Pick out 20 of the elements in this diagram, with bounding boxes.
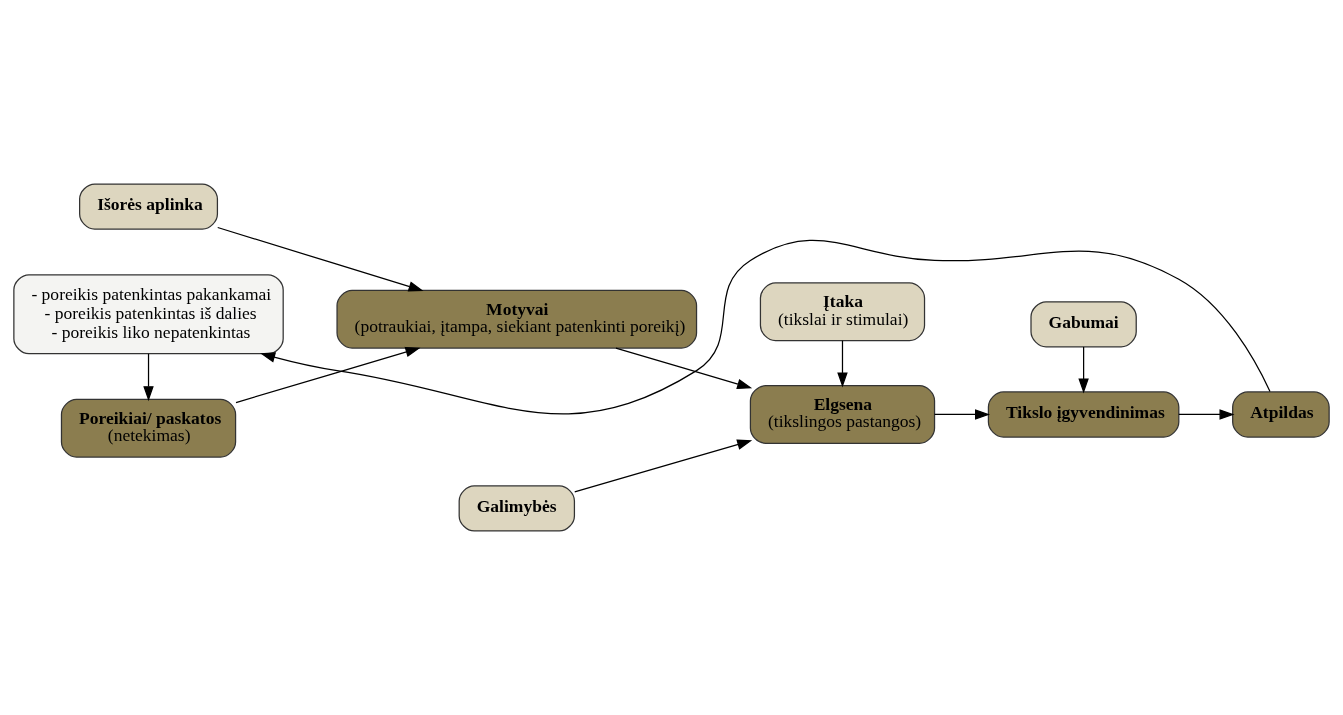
node-box: Išorės aplinka xyxy=(79,183,219,230)
arrow xyxy=(574,439,753,493)
node-box: Atpildas xyxy=(1232,391,1330,438)
arrow xyxy=(1078,346,1089,394)
node-box: Motyvai (potraukiai, įtampa, siekiant patenkinti poreikį) xyxy=(336,289,698,349)
arrow xyxy=(143,353,154,402)
arrow xyxy=(235,346,421,404)
node-box: Įtaka (tikslai ir stimulai) xyxy=(759,282,926,342)
arrow xyxy=(837,340,848,388)
arrow xyxy=(934,409,991,420)
node-box: Gabumai xyxy=(1030,301,1137,348)
arrow xyxy=(217,226,424,292)
arrow xyxy=(1178,409,1235,420)
arrow xyxy=(615,347,753,390)
node-box: Tikslo įgyvendinimas xyxy=(987,391,1180,438)
node-box: - poreikis patenkintas pakankamai - poreikis patenkintas iš dalies - poreikis liko nepatenkintas xyxy=(13,274,284,355)
node-box: Elgsena (tikslingos pastangos) xyxy=(749,385,936,444)
arrow xyxy=(260,239,1271,415)
node-box: Galimybės xyxy=(458,485,576,532)
node-box: Poreikiai/ paskatos (netekimas) xyxy=(60,398,237,458)
